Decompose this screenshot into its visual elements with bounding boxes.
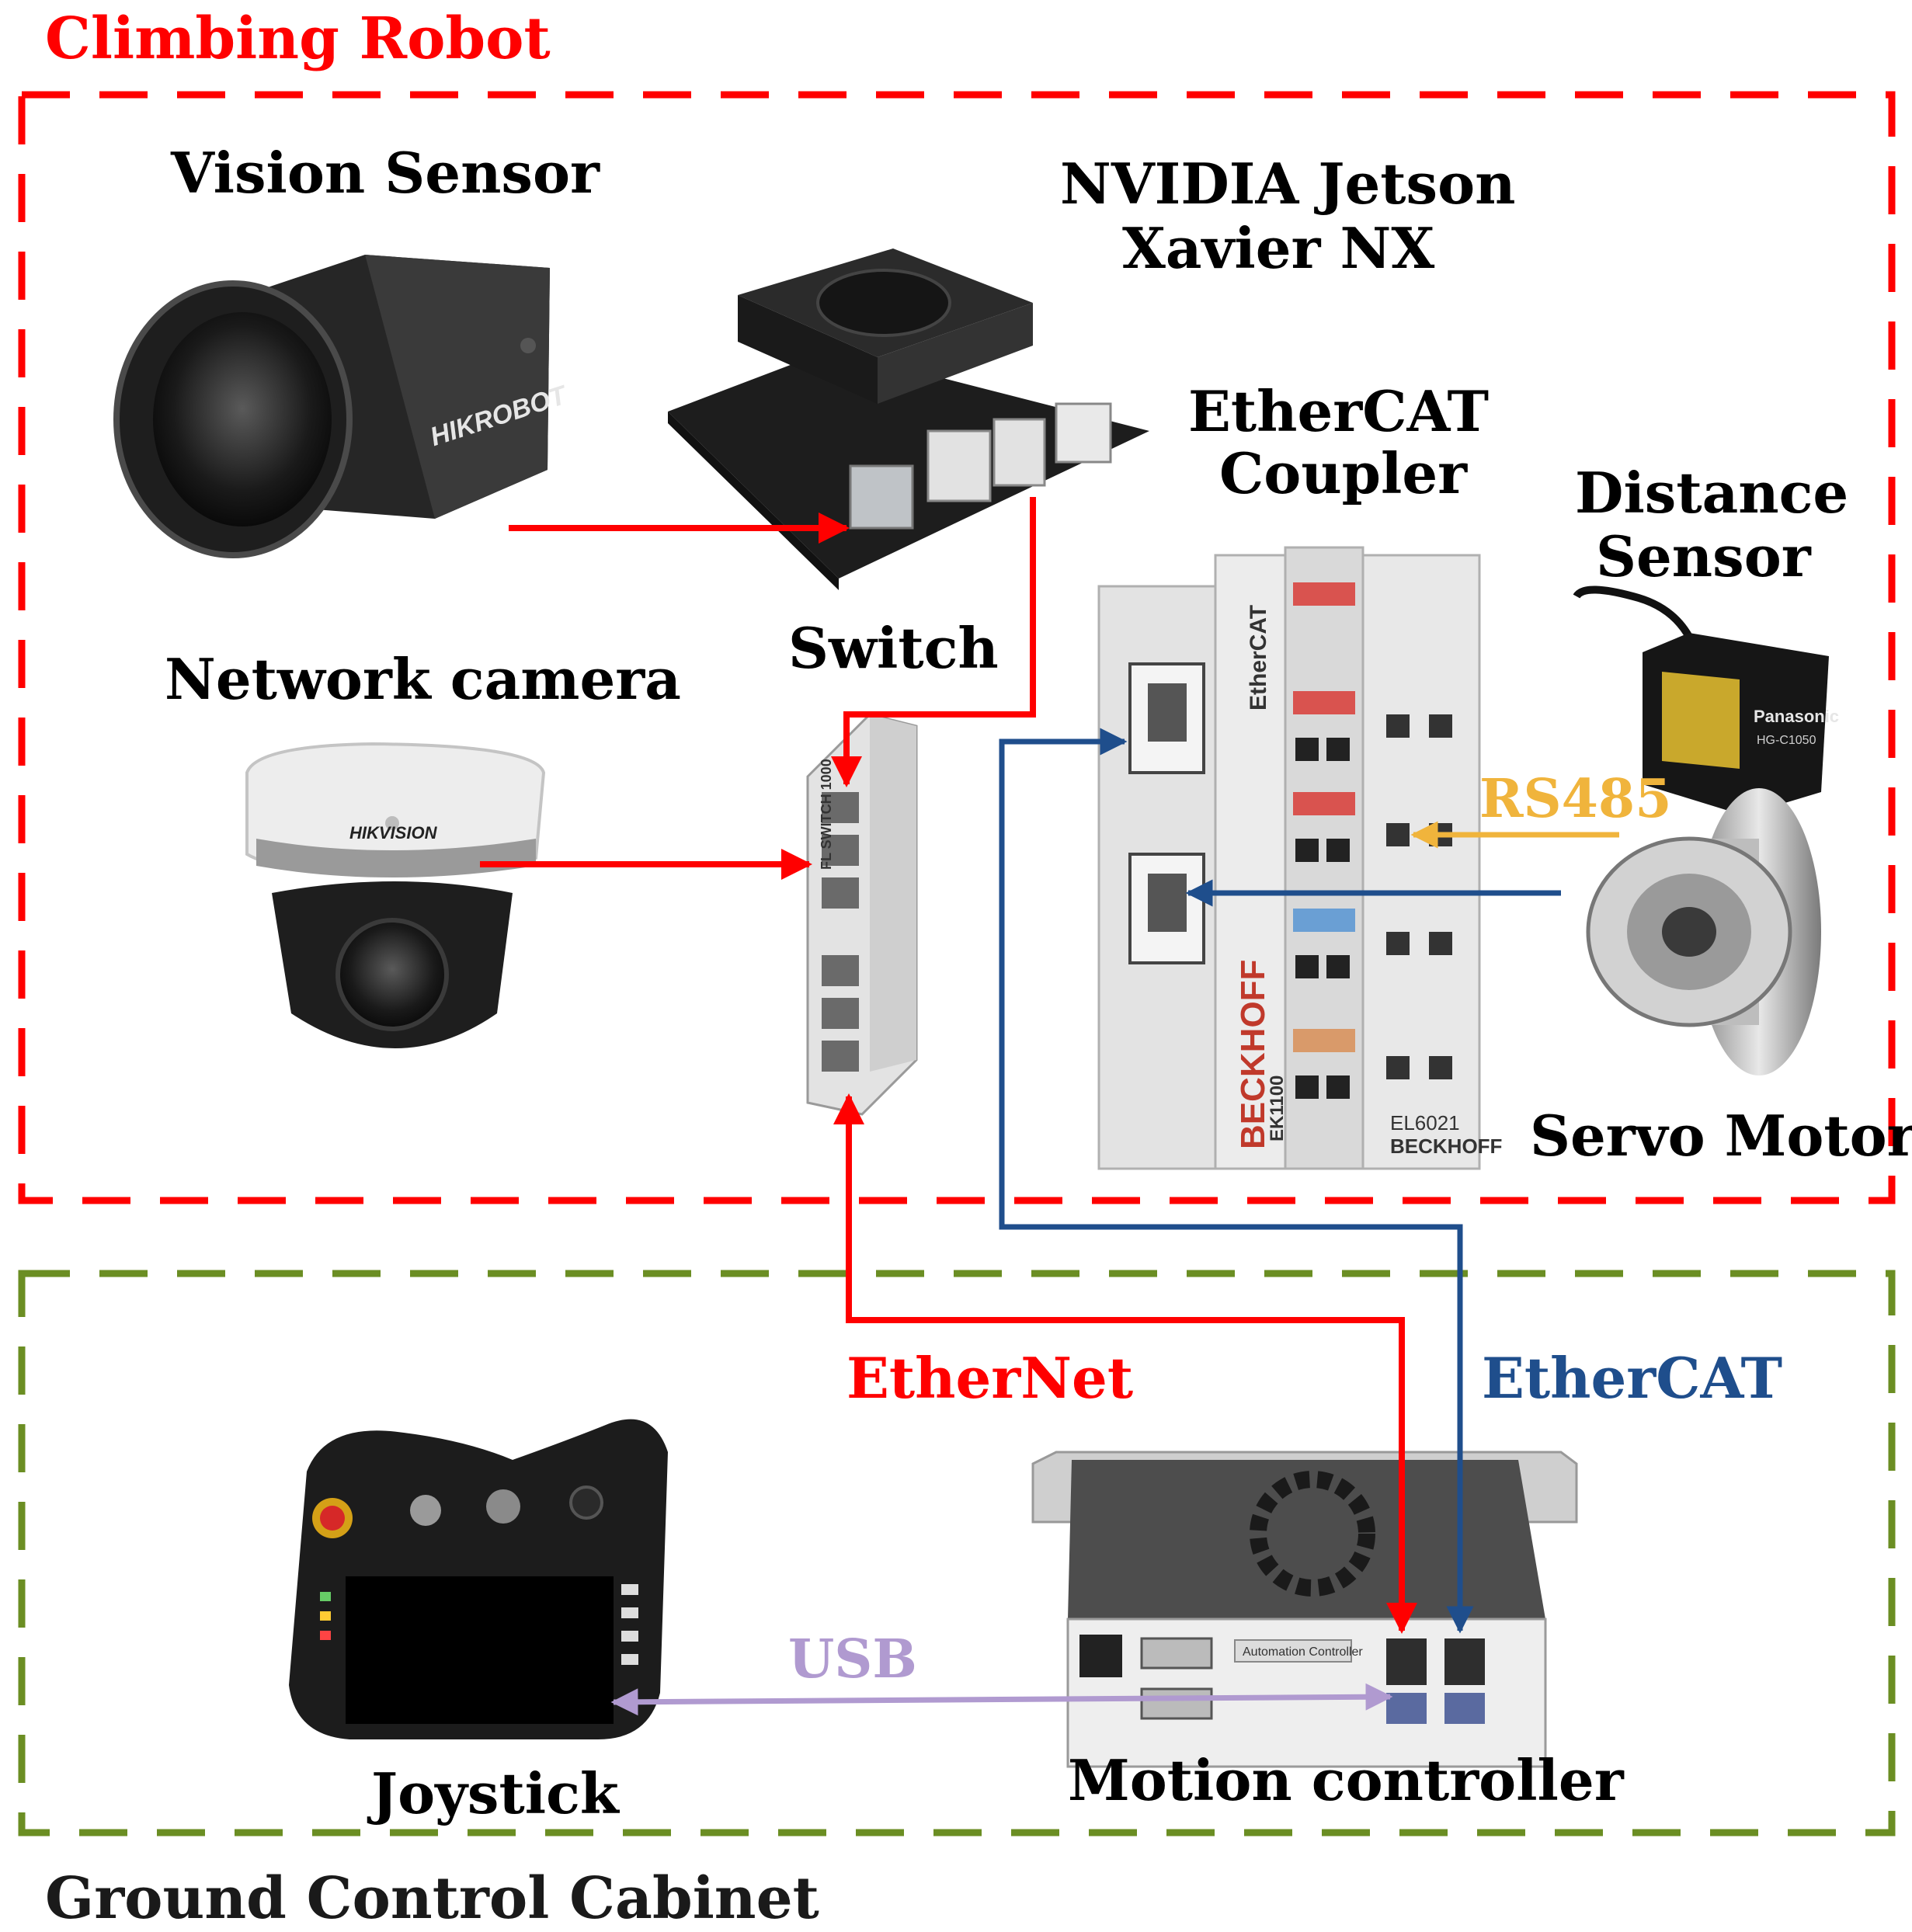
jetson-board-icon (668, 248, 1149, 590)
network-camera-brand: HIKVISION (349, 823, 438, 843)
laser-sensor-icon: Panasonic HG-C1050 (1573, 586, 1839, 815)
module-brand: BECKHOFF (1390, 1135, 1502, 1158)
climbing-robot-label: Climbing Robot (45, 5, 551, 72)
link-controller-to-coupler (999, 728, 1474, 1634)
link-joystick-to-controller (610, 1683, 1393, 1716)
distance-sensor-model: HG-C1050 (1757, 734, 1816, 747)
link-jetson-to-switch (831, 497, 1036, 787)
ethernet-label: EtherNet (846, 1345, 1133, 1411)
controller-tag: Automation Controller (1243, 1645, 1363, 1659)
jetson-label-line2: Xavier NX (1122, 215, 1434, 281)
industrial-camera-icon: HIKROBOT (113, 255, 572, 558)
joystick-label: Joystick (367, 1760, 621, 1826)
vision-sensor-label: Vision Sensor (170, 140, 600, 206)
ethercat-coupler-label-line1: EtherCAT (1188, 378, 1489, 444)
controller-box-icon: Automation Controller (1031, 1451, 1578, 1768)
jetson-label-line1: NVIDIA Jetson (1060, 151, 1515, 217)
ethercat-coupler-icon: EtherCAT BECKHOFF EK1100 EL6021 BECKHOFF (1097, 546, 1502, 1170)
dome-camera-icon: HIKVISION (245, 742, 546, 1048)
servo-motor-icon (1586, 788, 1821, 1075)
usb-label: USB (788, 1628, 917, 1690)
servo-motor-label: Servo Motor (1530, 1103, 1912, 1169)
coupler-ethercat-logo: EtherCAT (1246, 605, 1271, 711)
ethercat-coupler-label-line2: Coupler (1219, 440, 1468, 506)
switch-label: Switch (788, 615, 999, 681)
teach-pendant-icon (289, 1419, 668, 1739)
module-model: EL6021 (1390, 1111, 1460, 1135)
distance-sensor-label-line1: Distance (1575, 460, 1848, 526)
switch-model: FL SWITCH 1000 (819, 759, 834, 870)
motion-controller-label: Motion controller (1068, 1747, 1625, 1813)
distance-sensor-label-line2: Sensor (1596, 523, 1812, 589)
distance-sensor-brand: Panasonic (1754, 707, 1839, 726)
network-camera-label: Network camera (165, 646, 681, 712)
ethercat-label: EtherCAT (1482, 1345, 1782, 1411)
ground-cabinet-label: Ground Control Cabinet (45, 1865, 819, 1932)
coupler-model: EK1100 (1267, 1075, 1288, 1141)
network-switch-icon: FL SWITCH 1000 (806, 713, 918, 1116)
rs485-label: RS485 (1479, 768, 1672, 830)
